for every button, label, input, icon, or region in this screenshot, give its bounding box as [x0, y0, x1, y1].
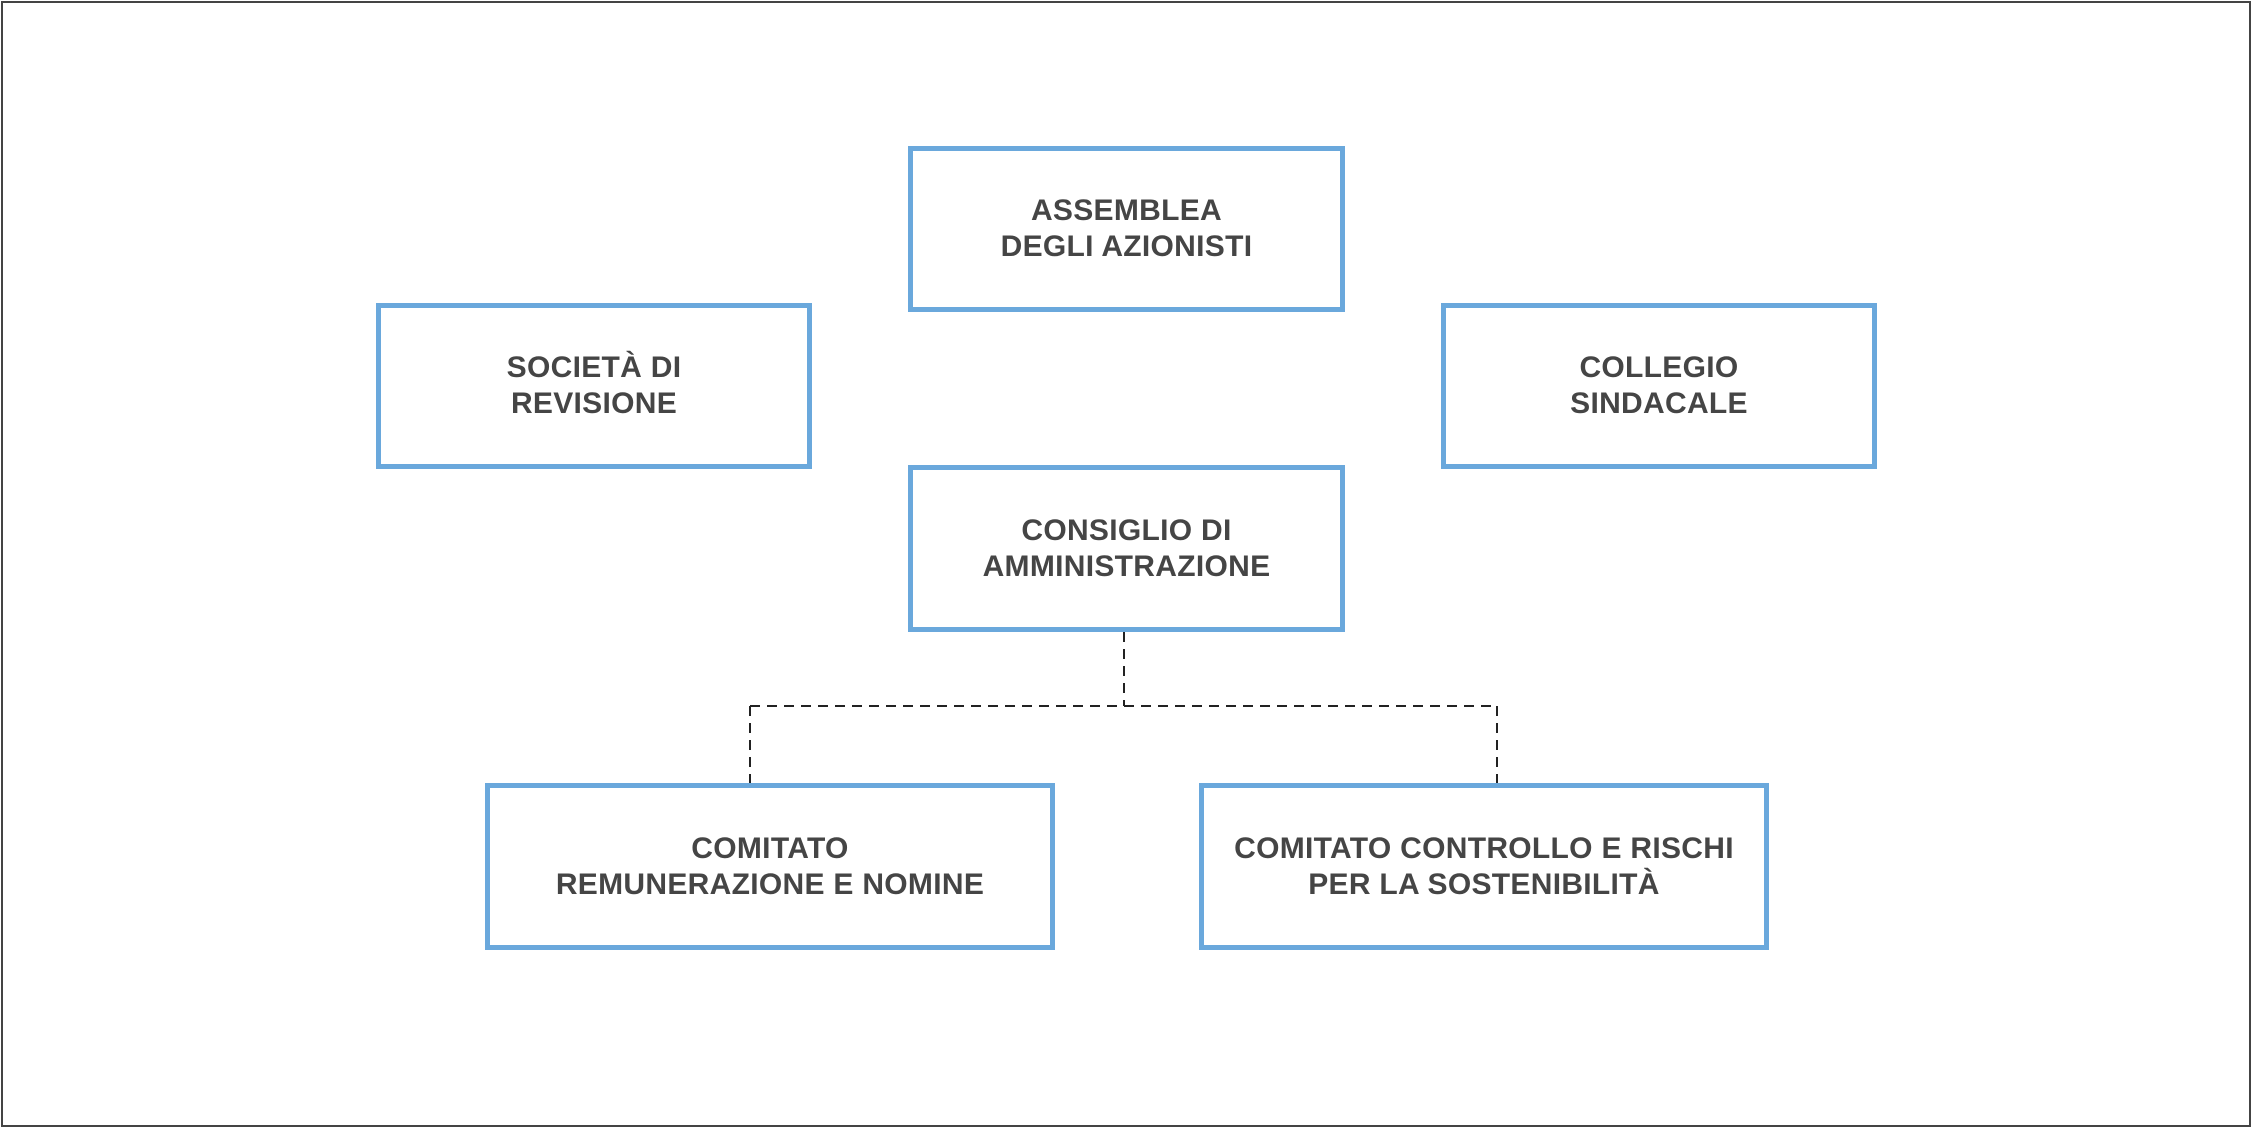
node-societa-line2: REVISIONE [510, 387, 678, 420]
node-consiglio-di-amministrazione: CONSIGLIO DI AMMINISTRAZIONE [908, 465, 1345, 632]
node-societa-line1: SOCIETÀ DI [506, 351, 682, 384]
node-societa-di-revisione: SOCIETÀ DI REVISIONE [376, 303, 812, 469]
node-consiglio-line1: CONSIGLIO DI [1021, 513, 1232, 547]
node-assemblea-line2: DEGLI AZIONISTI [1000, 230, 1253, 263]
node-comitato-remunerazione-e-nomine: COMITATO REMUNERAZIONE E NOMINE [485, 783, 1055, 950]
node-comitato-controllo-e-rischi: COMITATO CONTROLLO E RISCHI PER LA SOSTE… [1199, 783, 1769, 950]
node-consiglio-line2: AMMINISTRAZIONE [982, 549, 1271, 583]
node-comitato-controllo-line2: PER LA SOSTENIBILITÀ [1308, 867, 1660, 901]
node-collegio-sindacale: COLLEGIO SINDACALE [1441, 303, 1877, 469]
node-comitato-controllo-line1: COMITATO CONTROLLO E RISCHI [1234, 831, 1734, 865]
node-comitato-remunerazione-line1: COMITATO [691, 831, 849, 865]
node-assemblea-degli-azionisti: ASSEMBLEA DEGLI AZIONISTI [908, 146, 1345, 312]
node-comitato-remunerazione-line2: REMUNERAZIONE E NOMINE [555, 867, 985, 901]
node-collegio-line1: COLLEGIO [1579, 351, 1739, 384]
node-assemblea-line1: ASSEMBLEA [1030, 194, 1223, 227]
node-collegio-line2: SINDACALE [1570, 387, 1748, 420]
